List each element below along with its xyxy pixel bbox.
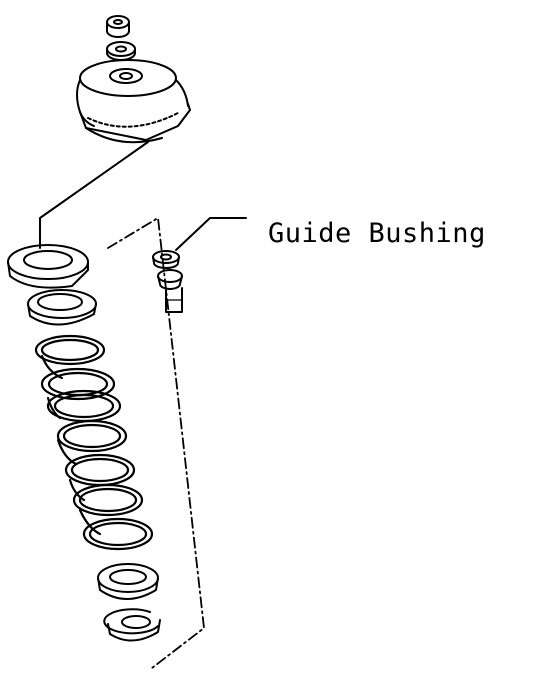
top-nut: [106, 15, 130, 38]
washer: [106, 41, 136, 61]
bump-stop: [103, 608, 161, 642]
spring-seat-rubber: [27, 289, 97, 326]
guide-bushing-label: Guide Bushing: [268, 218, 486, 249]
mount-leader-line: [39, 141, 149, 249]
coil-spring: [34, 334, 154, 551]
assembly-axis-line: [107, 217, 205, 669]
guide-bushing-leader-line: [175, 217, 247, 251]
spring-seat-upper: [7, 244, 89, 289]
spring-seat-lower: [97, 563, 159, 600]
upper-mount: [76, 59, 191, 144]
guide-bushing-parts: [152, 250, 183, 313]
